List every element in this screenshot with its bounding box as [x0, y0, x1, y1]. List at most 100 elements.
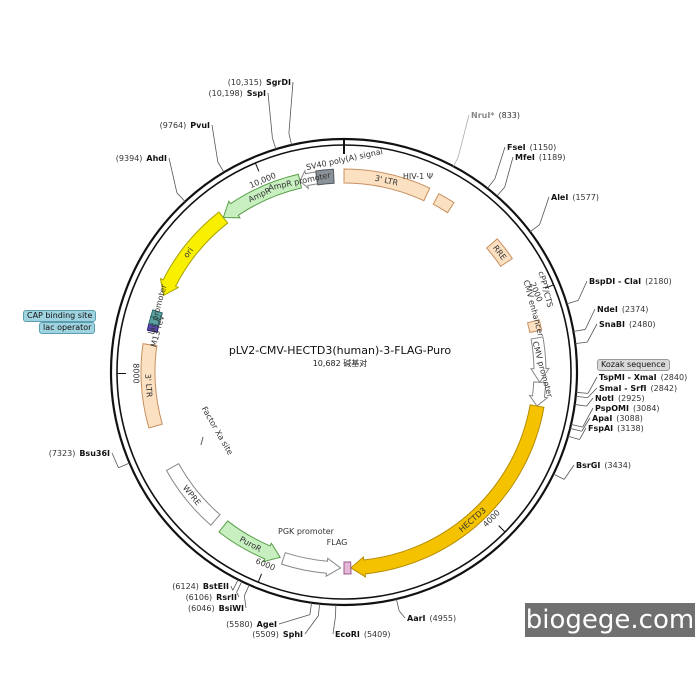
- feature-label-ltr3b: 3' LTR: [143, 374, 154, 399]
- site-label-pvui: (9764)PvuI: [160, 121, 210, 130]
- site-marker-sgrdi: [288, 133, 292, 146]
- site-label-bsteii: (6124) BstEII: [172, 582, 229, 591]
- site-label-agei: (5580) AgeI: [226, 620, 277, 629]
- site-leader: [584, 308, 596, 330]
- tag-lac-operator: lac operator: [39, 322, 96, 334]
- site-leader: [230, 585, 234, 591]
- site-marker-mfei: [496, 186, 506, 197]
- site-marker-bsu36i: [118, 462, 130, 469]
- site-position: (833): [499, 111, 521, 120]
- site-marker-pvui: [217, 161, 225, 173]
- feature-ltr3b: [140, 343, 163, 429]
- site-marker-ahdi: [176, 192, 186, 202]
- site-name: BsiWI: [219, 604, 244, 613]
- tag-cap-binding-site: CAP binding site: [23, 310, 97, 322]
- site-leader: [243, 595, 247, 609]
- tick-mark: [498, 525, 506, 533]
- feature-cppt: [526, 319, 543, 334]
- site-marker-bsrgi: [553, 473, 565, 480]
- feature-wpre: [165, 462, 221, 526]
- site-name: FspAI: [588, 424, 613, 433]
- plasmid-backbone: [109, 137, 579, 607]
- site-name: FseI: [507, 143, 526, 152]
- site-label-sspi: (10,198)SspI: [209, 89, 266, 98]
- site-leader: [494, 146, 506, 180]
- feature-hectd3: [349, 404, 545, 578]
- site-label-apai: ApaI (3088): [592, 414, 643, 423]
- site-marker-sspi: [271, 137, 277, 150]
- site-marker-pspomi: [570, 424, 583, 428]
- site-name: RsrII: [216, 593, 237, 602]
- site-marker-agei: [309, 602, 312, 615]
- site-leader: [577, 280, 588, 301]
- site-name: EcoRI: [335, 630, 360, 639]
- site-position: (6124): [172, 582, 199, 591]
- site-label-alei: AleI (1577): [551, 193, 599, 202]
- site-name: NdeI: [597, 305, 618, 314]
- factor-xa-mark: [200, 436, 204, 446]
- site-name: BsrGI: [576, 461, 600, 470]
- feature-sv40: [315, 168, 335, 186]
- tick-mark: [254, 162, 260, 172]
- site-label-mfei: MfeI (1189): [515, 153, 565, 162]
- site-name: MfeI: [515, 153, 535, 162]
- site-leader: [579, 427, 587, 440]
- site-position: (3088): [616, 414, 643, 423]
- site-leader: [586, 323, 598, 343]
- site-marker-alei: [529, 224, 540, 233]
- site-leader: [278, 614, 311, 625]
- site-leader: [211, 124, 219, 163]
- site-name: AleI: [551, 193, 568, 202]
- site-position: (9394): [116, 154, 143, 163]
- site-leader: [504, 156, 514, 188]
- site-name: BspDI - ClaI: [589, 277, 641, 286]
- site-marker-bsiwi: [243, 584, 250, 596]
- site-position: (2840): [661, 373, 688, 382]
- site-name: AhdI: [146, 154, 167, 163]
- site-position: (5580): [226, 620, 253, 629]
- site-name: TspMI - XmaI: [599, 373, 657, 382]
- site-leader: [168, 157, 178, 193]
- site-leader: [563, 464, 575, 480]
- site-leader: [398, 610, 406, 619]
- feature-ltr3: [343, 168, 431, 202]
- site-leader: [587, 376, 598, 394]
- site-label-rsrii: (6106)RsrII: [186, 593, 237, 602]
- feature-puror: [218, 520, 281, 563]
- site-position: (1577): [572, 193, 599, 202]
- feature-amprprom: [299, 169, 319, 190]
- site-leader: [582, 407, 594, 428]
- site-position: (2180): [645, 277, 672, 286]
- site-name: SnaBI: [599, 320, 625, 329]
- site-label-ndei: NdeI(2374): [597, 305, 648, 314]
- site-label-ahdi: (9394)AhdI: [116, 154, 167, 163]
- site-label-noti: NotI(2925): [595, 394, 645, 403]
- site-name: AgeI: [257, 620, 277, 629]
- site-marker-aari: [396, 598, 400, 611]
- site-position: (1189): [539, 153, 566, 162]
- site-leader: [236, 592, 240, 598]
- backbone-outer-ring: [109, 137, 579, 607]
- feature-pgk: [280, 552, 342, 578]
- site-name: SgrDI: [266, 78, 291, 87]
- site-label-snabi: SnaBI(2480): [599, 320, 656, 329]
- site-marker-ndei: [573, 329, 586, 332]
- site-position: (6046): [188, 604, 215, 613]
- site-marker-nrui: [453, 157, 459, 167]
- site-name: ApaI: [592, 414, 612, 423]
- feature-flag: [343, 561, 352, 575]
- site-marker-fsei: [487, 178, 496, 189]
- site-marker-noti: [574, 404, 587, 407]
- site-label-bsiwi: (6046) BsiWI: [188, 604, 244, 613]
- site-position: (5509): [252, 630, 279, 639]
- site-leader: [288, 81, 294, 134]
- site-position: (9764): [160, 121, 187, 130]
- site-position: (10,198): [209, 89, 243, 98]
- site-marker-fspai: [567, 435, 580, 440]
- site-name: BstEII: [203, 582, 229, 591]
- site-label-sphi: (5509)SphI: [252, 630, 303, 639]
- site-label-tspmi-xmai: TspMI - XmaI (2840): [599, 373, 687, 382]
- feature-caption-flag: FLAG: [327, 538, 348, 547]
- feature-hiv: [432, 192, 455, 214]
